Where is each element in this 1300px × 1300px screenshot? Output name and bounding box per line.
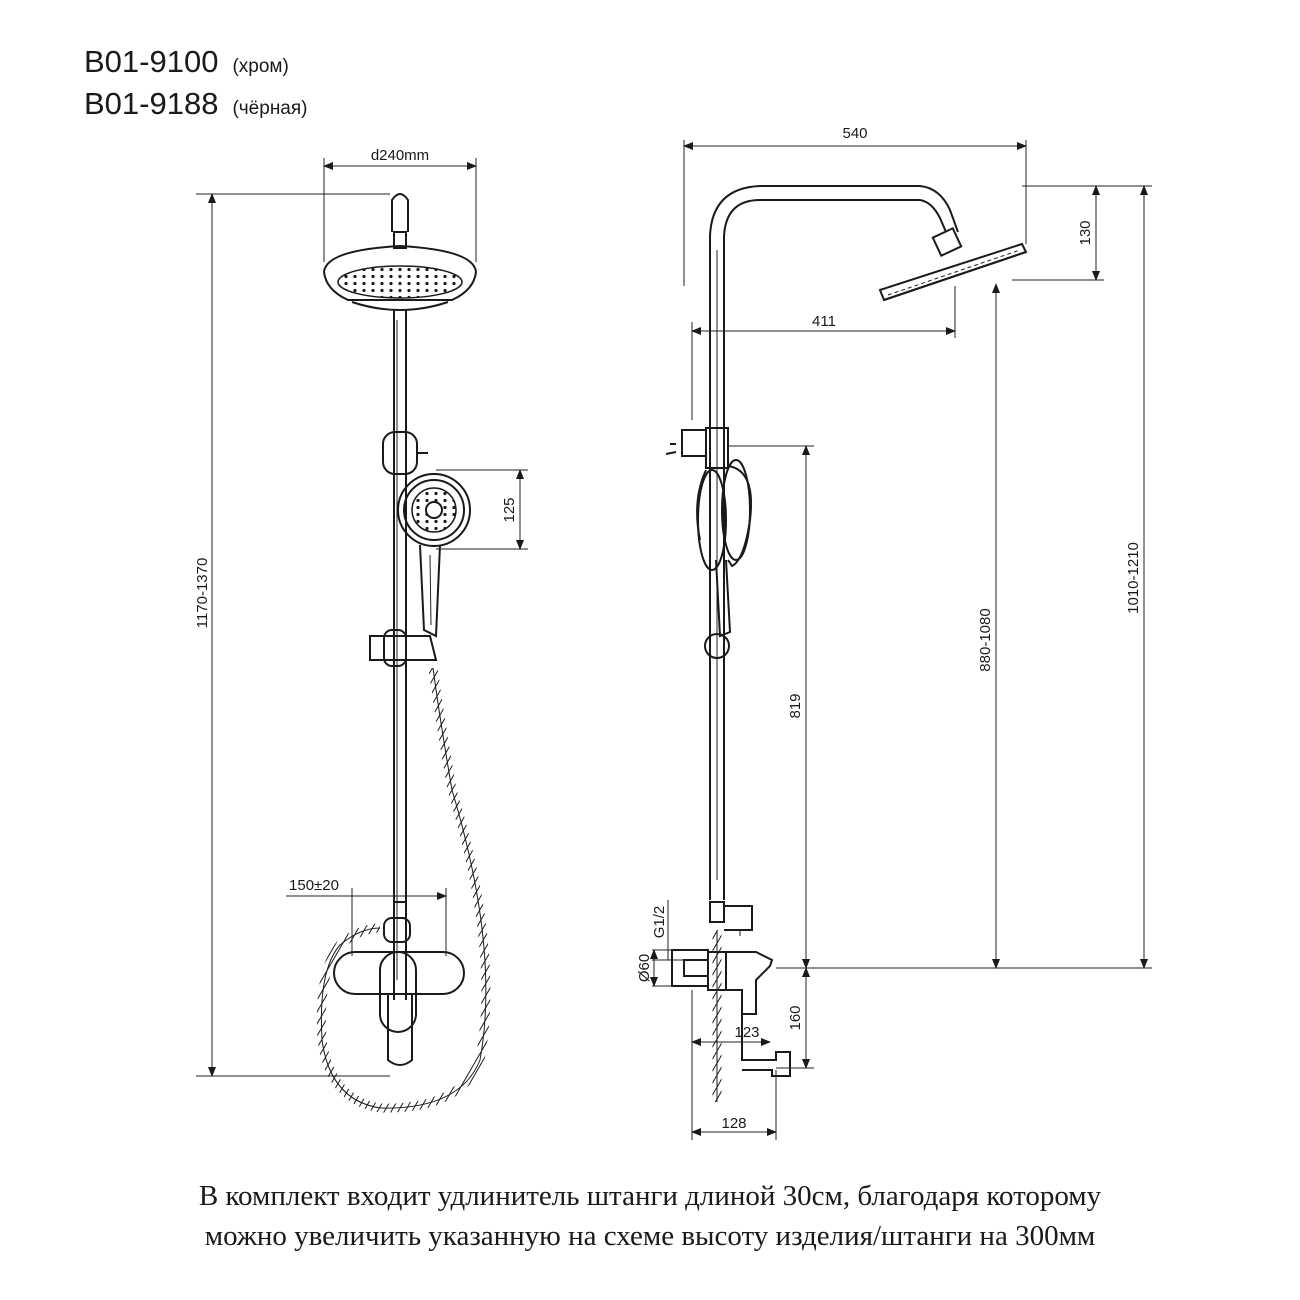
dim-arm-reach: 411 (812, 313, 836, 330)
side-mixer (671, 949, 791, 1077)
dim-mixer-offset: 150±20 (289, 877, 339, 894)
dim-head-height: 130 (1077, 220, 1094, 245)
side-rain-shower-head (878, 242, 1028, 302)
dim-overall-width: 540 (842, 125, 867, 142)
front-view: d240mm 1170-1370 125 150±20 (194, 147, 528, 1113)
model-code: B01-9100 (84, 44, 219, 79)
model-variant: (хром) (232, 56, 289, 77)
side-view: 540 411 130 1010-1210 880-1080 819 160 G… (636, 125, 1152, 1140)
dim-outlet-height: 819 (787, 693, 804, 718)
dim-head-diameter: d240mm (371, 147, 429, 164)
dim-flange: Ø60 (636, 954, 653, 982)
dim-thread: G1/2 (651, 906, 668, 939)
dim-hand-shower: 125 (501, 497, 518, 522)
mixer (333, 951, 465, 1066)
dim-total-height: 1170-1370 (194, 558, 211, 629)
model-code: B01-9188 (84, 86, 219, 121)
rain-shower-head (322, 244, 478, 311)
note-line: В комплект входит удлинитель штанги длин… (198, 1180, 1102, 1212)
dim-spout-drop: 160 (787, 1005, 804, 1030)
model-black: B01-9188 (чёрная) (84, 86, 308, 122)
hand-shower (397, 473, 471, 638)
dim-top-to-mixer: 1010-1210 (1125, 542, 1142, 614)
model-variant: (чёрная) (232, 98, 308, 119)
dim-mixer-depth: 123 (734, 1024, 759, 1041)
dim-head-to-mixer: 880-1080 (977, 608, 994, 671)
model-chrome: B01-9100 (хром) (84, 44, 289, 80)
note-line: можно увеличить указанную на схеме высот… (204, 1220, 1096, 1252)
dim-spout-depth: 128 (721, 1115, 746, 1132)
